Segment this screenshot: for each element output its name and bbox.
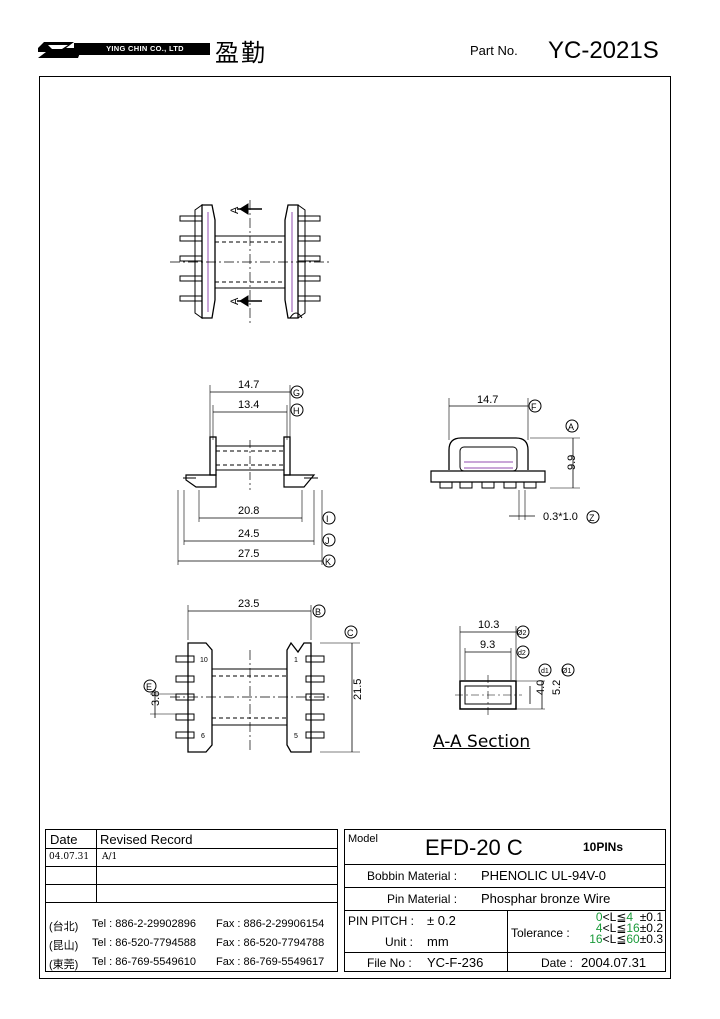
callout-o1: Ø1: [562, 668, 571, 675]
tol-op: <L≦: [602, 921, 627, 935]
date-value: 2004.07.31: [581, 955, 647, 970]
company-name-cn: 盈勤: [215, 39, 267, 67]
tolerance-table: 0<L≦4 ±0.1 4<L≦16±0.2 16<L≦60±0.3: [579, 910, 663, 946]
tol-hi: 60: [626, 932, 640, 946]
callout-j: J: [325, 536, 330, 546]
unit-value: mm: [427, 934, 449, 949]
callout-f: F: [531, 402, 537, 412]
callout-o2: Ø2: [517, 630, 526, 637]
dim-k: 27.5: [238, 548, 259, 560]
tol-op: <L≦: [602, 932, 627, 946]
dim-c: 21.5: [352, 679, 364, 700]
tol-op: <L≦: [602, 910, 627, 924]
pin-label-10: 10: [200, 657, 208, 664]
dim-z: 0.3*1.0: [543, 511, 578, 523]
callout-e: E: [146, 682, 152, 692]
revision-date-header: Date: [50, 832, 78, 847]
title-block-header: YING CHIN CO., LTD 盈勤 Part No. YC-2021S: [0, 0, 720, 80]
tol-lo: 0: [595, 910, 603, 924]
contact-city: (台北): [49, 921, 79, 933]
date-label: Date :: [541, 956, 574, 970]
contact-city: (昆山): [49, 940, 79, 952]
contact-tel: Tel : 86-769-5549610: [92, 956, 196, 968]
tol-hi: 16: [626, 921, 640, 935]
dim-j: 24.5: [238, 528, 259, 540]
drawing-frame: [39, 76, 671, 979]
contact-tel: Tel : 886-2-29902896: [92, 918, 196, 930]
section-mark-bottom: A: [229, 297, 241, 305]
part-number-value: YC-2021S: [548, 37, 659, 64]
revision-record-header: Revised Record: [100, 832, 193, 847]
dim-d2: 9.3: [480, 639, 495, 651]
title-block-info: Model EFD-20 C 10PINs Bobbin Material : …: [344, 829, 666, 972]
dim-h: 13.4: [238, 399, 259, 411]
tol-value: ±0.1: [639, 910, 663, 924]
pin-material-value: Phosphar bronze Wire: [481, 891, 611, 906]
dim-g: 14.7: [238, 379, 259, 391]
side-view: [177, 385, 336, 568]
tolerance-label: Tolerance :: [511, 926, 570, 940]
dim-a: 9.9: [566, 455, 578, 470]
pin-count: 10PINs: [583, 840, 624, 854]
file-no-label: File No :: [367, 956, 412, 970]
unit-label: Unit :: [385, 935, 414, 949]
dim-b: 23.5: [238, 598, 259, 610]
callout-z: Z: [589, 513, 595, 523]
dim-f: 14.7: [477, 394, 498, 406]
revision-row-date: 04.07.31: [49, 852, 90, 862]
callout-d1: d1: [541, 668, 549, 675]
pin-material-label: Pin Material :: [387, 892, 458, 906]
callout-k: K: [325, 557, 331, 567]
model-label: Model: [348, 833, 378, 845]
contact-tel: Tel : 86-520-7794588: [92, 937, 196, 949]
part-number-label: Part No.: [470, 43, 518, 58]
contact-fax: Fax : 86-769-5549617: [216, 956, 325, 968]
section-view: [455, 625, 575, 715]
callout-b: B: [315, 607, 321, 617]
tol-hi: 4: [626, 910, 634, 924]
model-value: EFD-20 C: [425, 835, 523, 860]
callout-i: I: [326, 514, 329, 524]
bottom-view: [143, 604, 360, 753]
pin-pitch-value: ± 0.2: [427, 913, 456, 928]
file-no-value: YC-F-236: [427, 955, 484, 970]
contact-fax: Fax : 86-520-7794788: [216, 937, 325, 949]
pin-label-5: 5: [294, 733, 298, 740]
section-mark-top: A: [229, 206, 241, 214]
bobbin-material-label: Bobbin Material :: [367, 869, 458, 883]
pin-pitch-label: PIN PITCH :: [348, 914, 415, 928]
pin-label-1: 1: [294, 657, 298, 664]
contact-city: (東莞): [49, 959, 79, 971]
tol-lo: 4: [595, 921, 603, 935]
revision-row-record: A/1: [102, 852, 118, 862]
callout-a: A: [568, 422, 574, 432]
dim-i: 20.8: [238, 505, 259, 517]
tol-lo: 16: [589, 932, 603, 946]
contact-fax: Fax : 886-2-29906154: [216, 918, 325, 930]
callout-g: G: [293, 388, 300, 398]
company-name: YING CHIN CO., LTD: [80, 43, 210, 55]
dim-e: 3.8: [150, 691, 162, 706]
tol-value: ±0.3: [639, 932, 663, 946]
dim-o2: 10.3: [478, 619, 499, 631]
bobbin-material-value: PHENOLIC UL-94V-0: [481, 868, 606, 883]
pin-label-6: 6: [201, 733, 205, 740]
top-view: [170, 200, 330, 325]
revision-table: Date Revised Record 04.07.31 A/1 (台北) Te…: [45, 829, 338, 972]
dim-d1: 4.0: [535, 680, 547, 695]
tol-value: ±0.2: [639, 921, 663, 935]
callout-d2: d2: [518, 650, 526, 657]
callout-c: C: [347, 628, 354, 638]
callout-h: H: [293, 406, 300, 416]
section-title: A-A Section: [433, 732, 531, 752]
dim-o1: 5.2: [551, 680, 563, 695]
end-view: [430, 398, 600, 524]
